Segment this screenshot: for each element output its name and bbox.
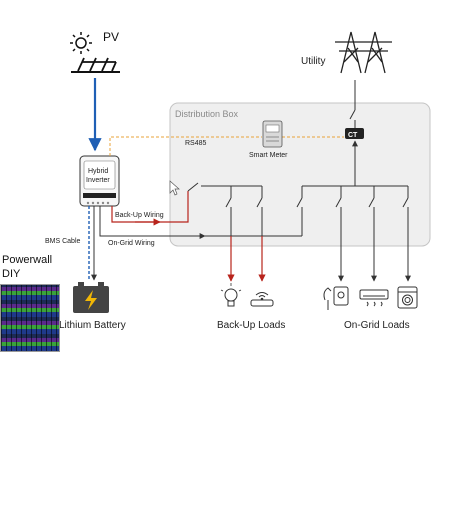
hybrid-inverter-label-2: Inverter [86, 177, 110, 184]
pv-label: PV [103, 30, 119, 44]
power-pylon-icon [335, 31, 392, 74]
distribution-box-label: Distribution Box [175, 109, 239, 119]
powerwall-diy-photo [0, 284, 60, 352]
distribution-box [169, 102, 431, 247]
backup-wiring-label: Back-Up Wiring [115, 212, 164, 219]
utility-switch [349, 109, 356, 120]
lithium-battery-label: Lithium Battery [59, 320, 126, 331]
rs485-line [109, 136, 344, 156]
ct-label: CT [348, 132, 358, 139]
backup-main-switch [187, 182, 199, 192]
smart-meter-label: Smart Meter [249, 152, 288, 159]
air-conditioner-icon [359, 289, 389, 307]
hybrid-inverter-label-1: Hybrid [88, 168, 108, 175]
diy-label: DIY [2, 268, 21, 280]
sun-solar-panel-icon [70, 32, 120, 73]
lightbulb-icon [220, 283, 242, 307]
ongrid-wiring-line [99, 206, 302, 237]
backup-loads-label: Back-Up Loads [217, 320, 285, 331]
bms-cable-label: BMS Cable [45, 238, 81, 245]
backup-branches [225, 186, 263, 236]
powerwall-label: Powerwall [2, 254, 53, 266]
utility-label: Utility [301, 56, 325, 67]
wifi-router-icon [250, 292, 274, 307]
rs485-label: RS485 [185, 140, 207, 147]
washing-machine-icon [397, 286, 418, 309]
ongrid-loads-label: On-Grid Loads [344, 320, 410, 331]
meter-icon [262, 120, 283, 148]
ongrid-branches [296, 186, 409, 236]
hybrid-inverter [79, 155, 120, 207]
ct-box [345, 128, 364, 139]
mouse-cursor-icon [169, 180, 180, 196]
water-heater-icon [323, 286, 349, 310]
ongrid-wiring-label: On-Grid Wiring [108, 240, 155, 247]
battery-bolt-icon [73, 282, 109, 313]
